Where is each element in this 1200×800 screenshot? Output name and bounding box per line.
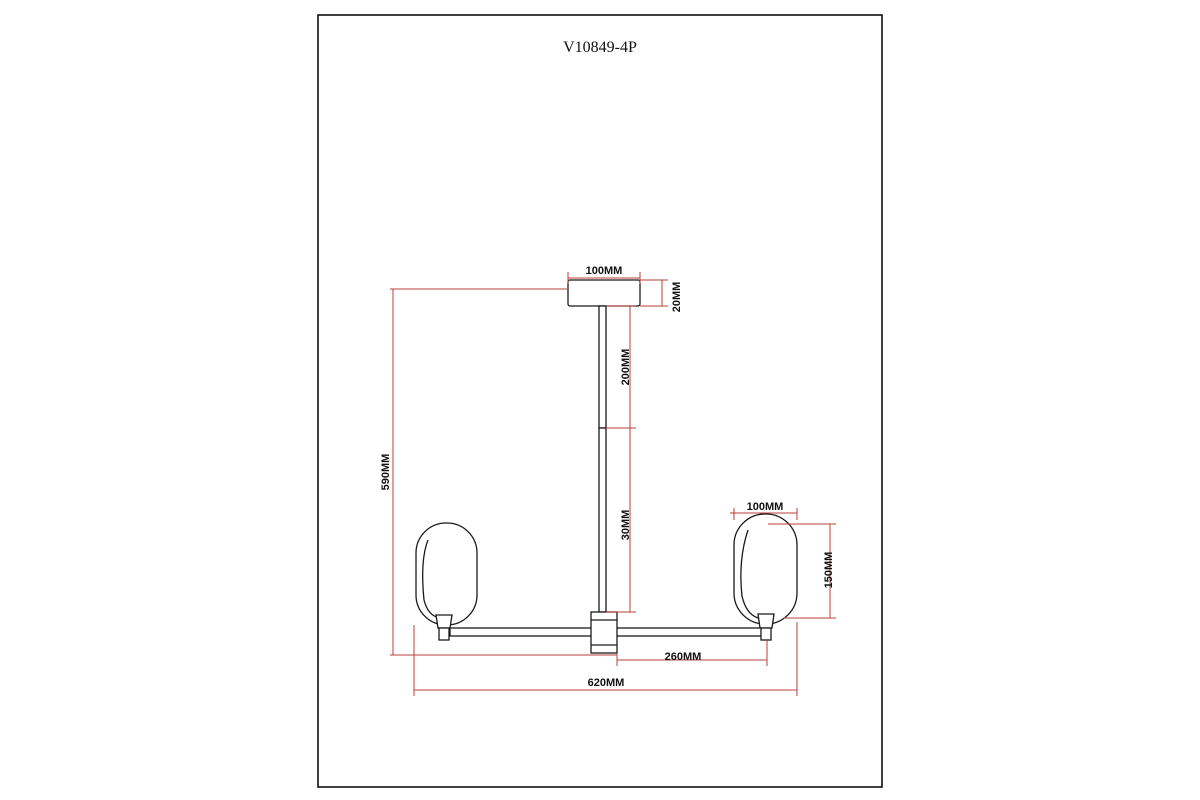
dim-arm-length: 260MM [665, 651, 702, 663]
dim-total-height: 590MM [380, 454, 392, 491]
dim-shade-width: 100MM [747, 501, 784, 513]
model-title: V10849-4P [563, 39, 637, 56]
dim-total-width: 620MM [588, 677, 625, 689]
fixture-outline [415, 279, 798, 654]
drawing-frame [317, 14, 883, 788]
shade-right [733, 513, 798, 625]
dim-canopy-width: 100MM [586, 265, 623, 277]
central-hub [590, 611, 618, 654]
socket-left [435, 614, 453, 629]
dim-shade-height: 150MM [823, 552, 835, 589]
dim-canopy-height: 20MM [671, 282, 683, 313]
canopy [567, 279, 641, 307]
rod-upper [598, 305, 607, 429]
dim-rod-upper: 200MM [620, 349, 632, 386]
dimension-lines [390, 272, 836, 696]
shade-right-inner [740, 529, 759, 619]
rod-lower [598, 427, 607, 613]
socket-right [757, 613, 775, 629]
shade-left-inner [422, 539, 441, 619]
shade-left [415, 522, 478, 626]
dim-rod-lower: 30MM [620, 510, 632, 541]
